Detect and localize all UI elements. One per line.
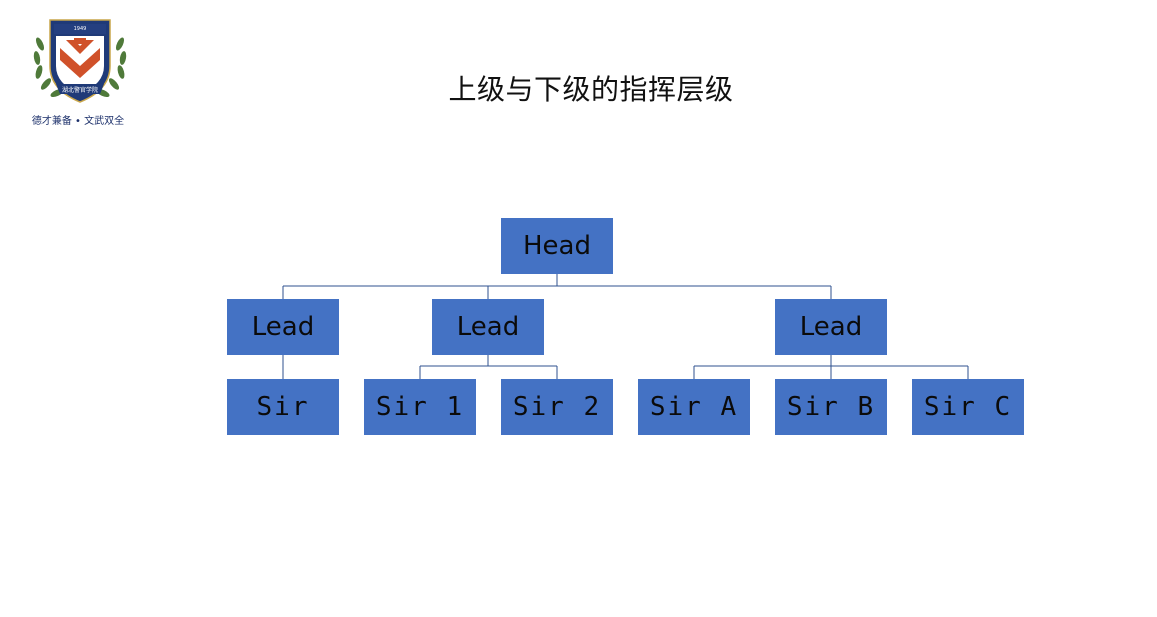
node-lead-1: Lead [227,299,339,355]
node-sir-b: Sir B [775,379,887,435]
school-motto: 德才兼备 • 文武双全 [31,116,125,127]
emblem-banner: 湖北警官学院 [62,86,98,94]
school-emblem-logo: 1949 湖北警官学院 [33,19,127,103]
emblem-year: 1949 [74,26,87,32]
node-lead-2: Lead [432,299,544,355]
node-lead-3: Lead [775,299,887,355]
node-sir-a: Sir A [638,379,750,435]
node-sir-c: Sir C [912,379,1024,435]
laurel-left-icon [33,37,64,98]
node-sir-1: Sir 1 [364,379,476,435]
node-sir: Sir [227,379,339,435]
slide-title: 上级与下级的指挥层级 [448,73,734,106]
node-sir-2: Sir 2 [501,379,613,435]
node-head: Head [501,218,613,274]
